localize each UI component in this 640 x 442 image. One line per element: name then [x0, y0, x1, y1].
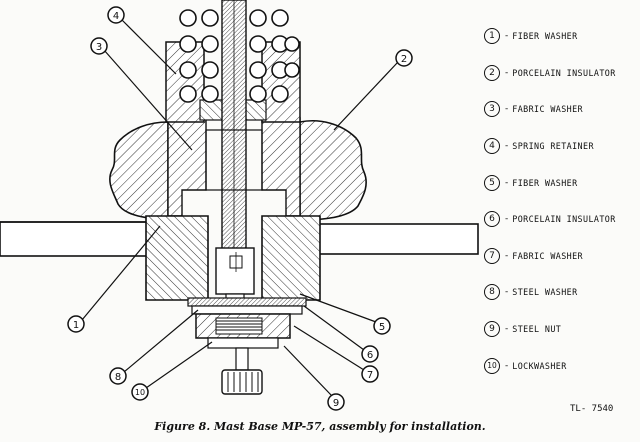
- legend-item: 1-FIBER WASHER: [484, 18, 634, 55]
- legend-number: 3: [484, 101, 500, 118]
- legend-label: PORCELAIN INSULATOR: [512, 214, 616, 225]
- legend-number: 7: [484, 247, 500, 264]
- callout-2: [395, 49, 413, 67]
- callout-8-text: 8: [115, 372, 121, 383]
- legend-number: 6: [484, 211, 500, 228]
- legend-label: FABRIC WASHER: [512, 250, 583, 261]
- lockwasher: [207, 337, 279, 349]
- legend-number: 8: [484, 284, 500, 301]
- callout-4-text: 4: [113, 11, 119, 22]
- legend-item: 5-FIBER WASHER: [484, 164, 634, 201]
- terminal-stud: [221, 347, 263, 395]
- callout-7: [361, 365, 379, 383]
- legend-item: 4-SPRING RETAINER: [484, 128, 634, 165]
- legend-number: 2: [484, 64, 500, 81]
- mounting-plate: [0, 221, 479, 257]
- legend-item: 7-FABRIC WASHER: [484, 238, 634, 275]
- callout-1: [67, 315, 85, 333]
- callout-1-text: 1: [73, 320, 79, 331]
- legend-item: 9-STEEL NUT: [484, 311, 634, 348]
- legend-item: 10-LOCKWASHER: [484, 347, 634, 384]
- callout-circles: [67, 6, 413, 411]
- legend-number: 5: [484, 174, 500, 191]
- legend-item: 8-STEEL WASHER: [484, 274, 634, 311]
- legend-label: STEEL WASHER: [512, 287, 578, 298]
- fiber-washer-lower: [187, 297, 307, 307]
- legend-item: 3-FABRIC WASHER: [484, 91, 634, 128]
- legend-label: FIBER WASHER: [512, 31, 578, 42]
- figure-caption: Figure 8. Mast Base MP-57, assembly for …: [154, 420, 486, 433]
- drawing-code: TL- 7540: [570, 404, 614, 414]
- legend-label: SPRING RETAINER: [512, 141, 594, 152]
- upper-porcelain-insulator: [109, 120, 367, 221]
- callout-10: [131, 383, 149, 401]
- legend-item: 2-PORCELAIN INSULATOR: [484, 55, 634, 92]
- callout-8: [109, 367, 127, 385]
- leader-lines: [81, 19, 399, 397]
- legend-label: PORCELAIN INSULATOR: [512, 67, 616, 78]
- callout-3-text: 3: [96, 42, 102, 53]
- callout-9: [327, 393, 345, 411]
- callout-9-text: 9: [333, 398, 339, 409]
- steel-nut: [195, 313, 291, 339]
- legend-number: 1: [484, 28, 500, 45]
- callout-7-text: 7: [367, 370, 373, 381]
- legend-number: 9: [484, 321, 500, 338]
- callout-2-text: 2: [401, 54, 407, 65]
- callout-5-text: 5: [379, 322, 385, 333]
- legend-label: FABRIC WASHER: [512, 104, 583, 115]
- callout-4: [107, 6, 125, 24]
- legend-label: FIBER WASHER: [512, 177, 578, 188]
- legend-label: STEEL NUT: [512, 324, 562, 335]
- callout-10-text: 10: [135, 388, 145, 397]
- parts-legend: 1-FIBER WASHER 2-PORCELAIN INSULATOR 3-F…: [484, 18, 634, 384]
- legend-label: LOCKWASHER: [512, 360, 567, 371]
- legend-number: 4: [484, 138, 500, 155]
- callout-6-text: 6: [367, 350, 373, 361]
- steel-washer: [191, 305, 303, 315]
- callout-3: [90, 37, 108, 55]
- legend-item: 6-PORCELAIN INSULATOR: [484, 201, 634, 238]
- legend-number: 10: [484, 357, 500, 374]
- callout-6: [361, 345, 379, 363]
- spring-coils: [179, 9, 300, 103]
- callout-5: [373, 317, 391, 335]
